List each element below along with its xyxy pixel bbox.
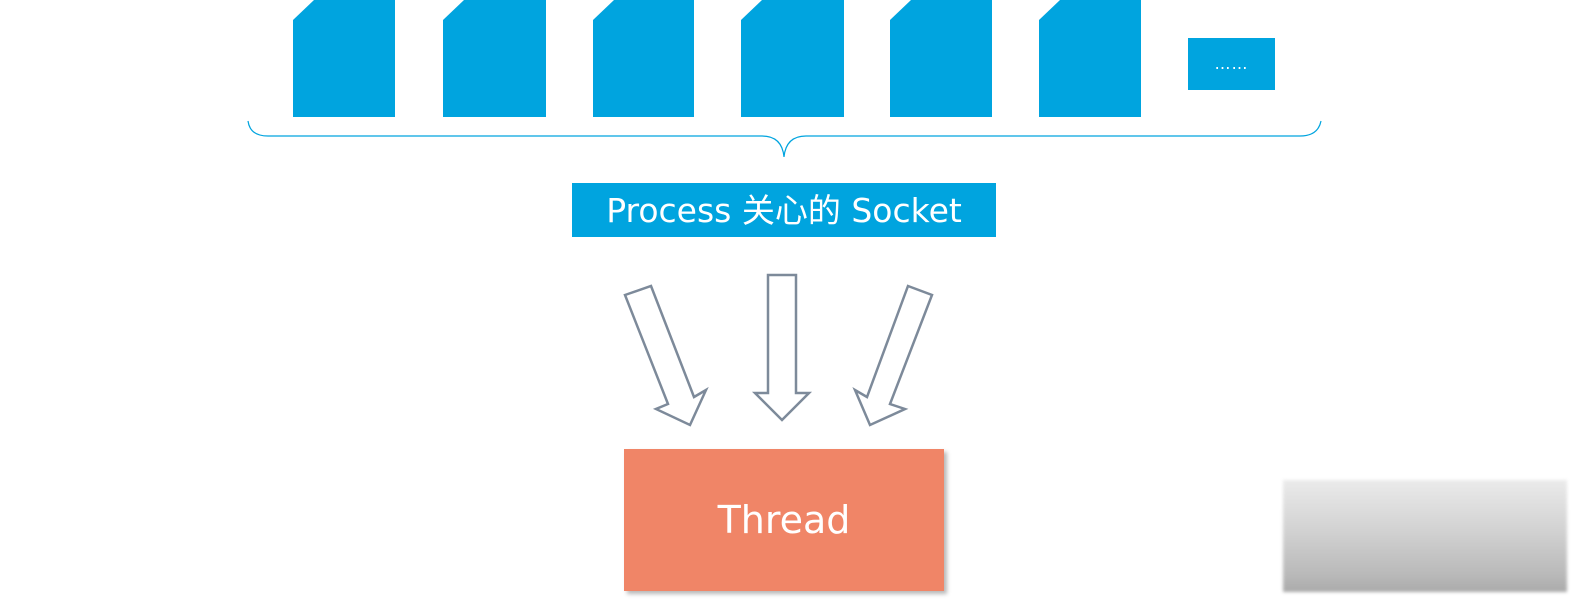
socket-file-icon bbox=[1039, 0, 1141, 117]
socket-label: Process 关心的 Socket bbox=[606, 190, 962, 230]
socket-file-icon bbox=[741, 0, 844, 117]
more-sockets-box: …… bbox=[1188, 38, 1275, 90]
thread-box: Thread bbox=[624, 449, 944, 591]
down-arrow-icon bbox=[852, 284, 934, 427]
socket-file-icon bbox=[593, 0, 694, 117]
socket-file-icon bbox=[890, 0, 992, 117]
thread-label: Thread bbox=[717, 498, 851, 542]
curly-brace bbox=[247, 120, 1322, 158]
down-arrow-icon bbox=[623, 284, 709, 427]
socket-file-icon bbox=[443, 0, 546, 117]
more-sockets-label: …… bbox=[1214, 54, 1249, 73]
down-arrow-icon bbox=[751, 273, 813, 422]
socket-file-icon bbox=[293, 0, 395, 117]
socket-label-box: Process 关心的 Socket bbox=[572, 183, 996, 237]
shadow-blob bbox=[1283, 480, 1567, 592]
arrows bbox=[623, 273, 934, 427]
socket-files bbox=[293, 0, 1141, 117]
